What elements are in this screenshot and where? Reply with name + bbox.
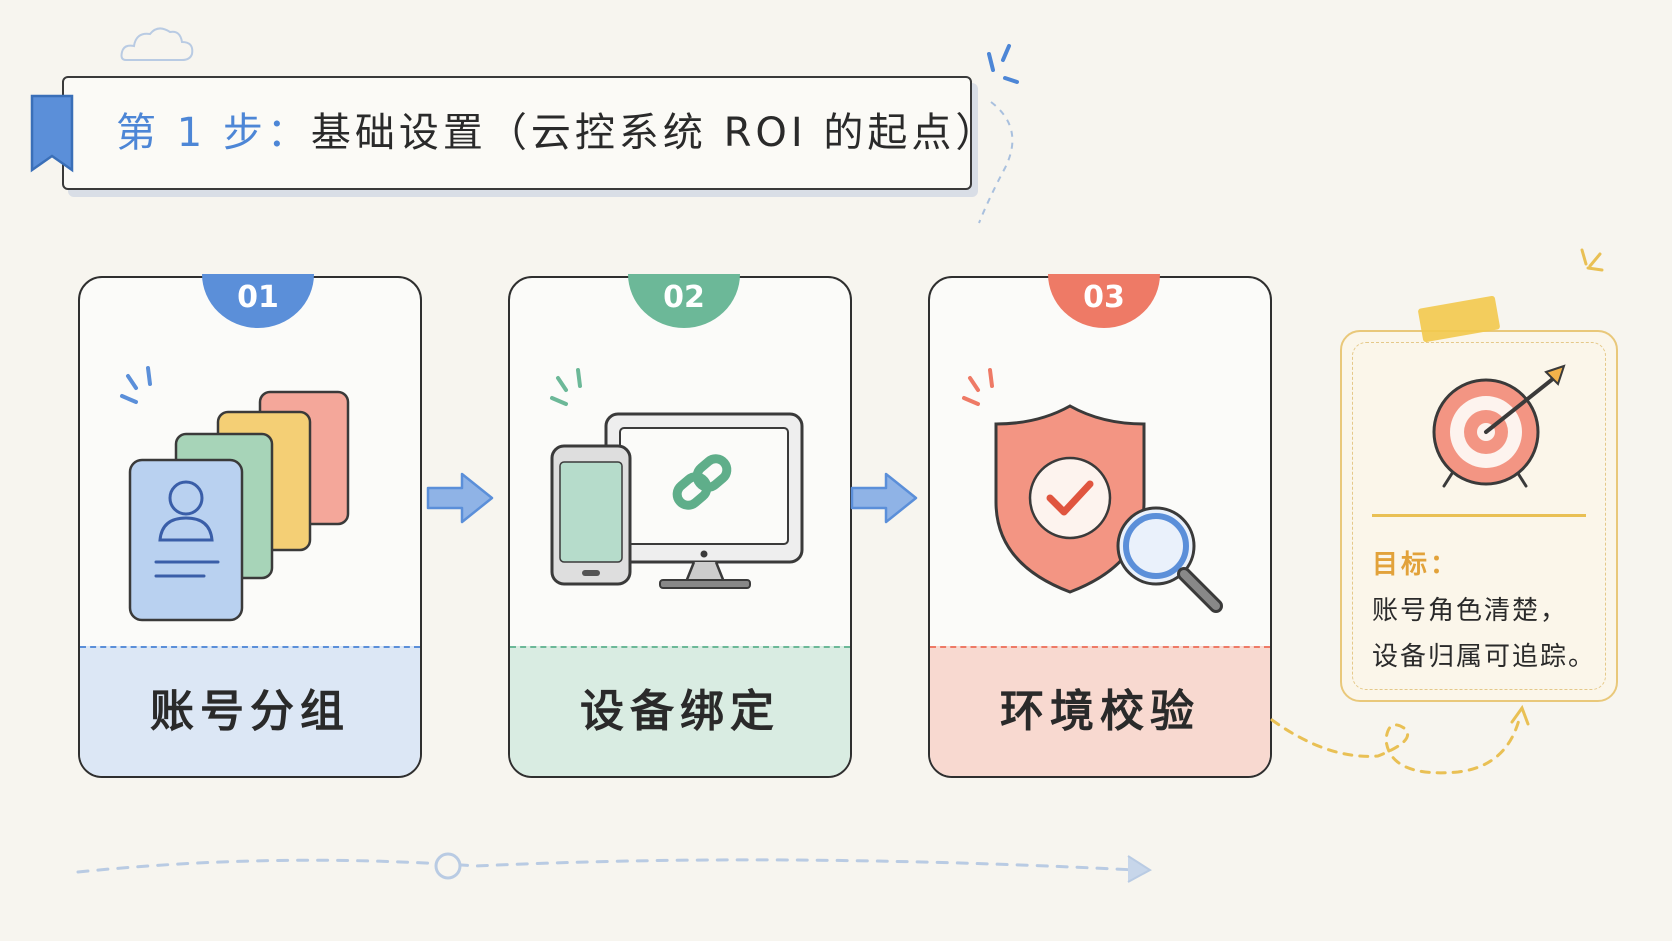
goal-line-2: 设备归属可追踪。 [1372,642,1597,672]
card-1-footer [80,646,420,776]
step-indicator: 第 1 步： [116,110,311,156]
shield-check-icon [962,368,1223,613]
card-3-label: 环境校验 [1000,686,1200,737]
page-title: 第 1 步：基础设置（云控系统 ROI 的起点） [116,78,999,188]
card-2-footer [510,646,850,776]
card-2-label: 设备绑定 [580,686,780,737]
arrow-right-icon [426,472,494,524]
goal-note-border [1352,342,1606,690]
bookmark-icon [30,94,74,173]
account-cards-icon [120,366,350,622]
step-card-2[interactable]: 设备绑定 [508,276,852,778]
title-banner: 第 1 步：基础设置（云控系统 ROI 的起点） [62,76,995,190]
goal-divider [1372,514,1586,517]
device-link-icon [550,368,804,589]
target-arrow-icon [1432,364,1566,488]
sparkle-icon [1580,248,1604,272]
progress-dashed-line [76,852,1152,883]
spark-icon [978,44,1019,224]
goal-label: 目标： [1372,550,1460,580]
step-card-3[interactable]: 环境校验 [928,276,1272,778]
goal-line-1: 账号角色清楚， [1372,596,1569,626]
cloud-icon [120,27,194,61]
card-3-footer [930,646,1270,776]
card-1-label: 账号分组 [150,686,350,737]
connector-dashed [1270,704,1530,775]
goal-note: 目标： 账号角色清楚， 设备归属可追踪。 [1340,330,1618,702]
magnifier-icon [1116,506,1223,613]
title-text: 基础设置（云控系统 ROI 的起点） [310,110,1000,156]
arrow-right-icon [850,472,918,524]
step-card-1[interactable]: 账号分组 [78,276,422,778]
